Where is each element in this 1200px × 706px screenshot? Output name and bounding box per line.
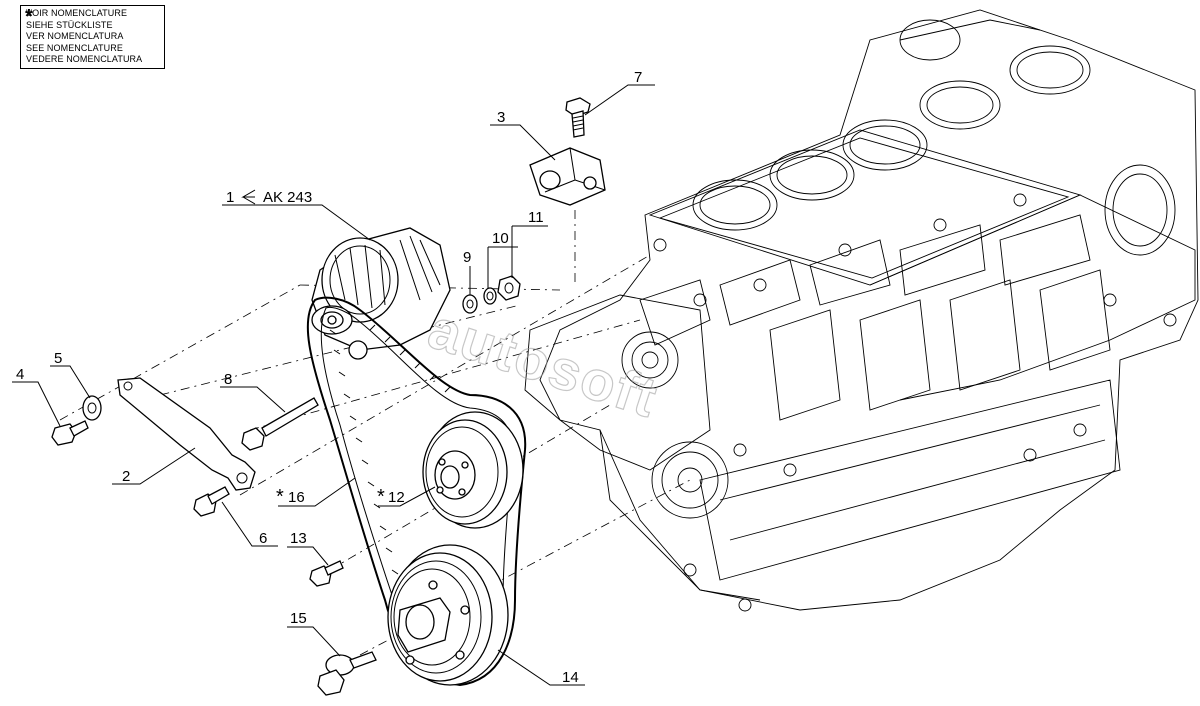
callout-16: 16 (288, 489, 305, 506)
engine-block (524, 9, 1199, 612)
callout-12-asterisk: * (377, 486, 385, 508)
callout-leaders (12, 84, 655, 686)
callout-3: 3 (497, 109, 505, 126)
reference-arrow-icon (241, 189, 256, 205)
callout-10: 10 (492, 230, 509, 247)
alternator (311, 227, 451, 360)
pump-pulley (422, 411, 524, 529)
callout-13: 13 (290, 530, 307, 547)
bolt-13 (309, 560, 344, 587)
bolt-4 (51, 420, 89, 446)
callout-16-asterisk: * (276, 486, 284, 508)
bolt-15 (317, 651, 377, 696)
callout-15: 15 (290, 610, 307, 627)
callout-1: 1 (226, 189, 234, 206)
tension-block (529, 147, 606, 206)
nomenclature-legend: * VOIR NOMENCLATURE SIEHE STÜCKLISTE VER… (20, 5, 165, 69)
asterisk-symbol: * (25, 6, 33, 28)
nut-11 (497, 275, 521, 301)
callout-6: 6 (259, 530, 267, 547)
washer-5 (82, 395, 102, 421)
callout-4: 4 (16, 366, 24, 383)
lock-washer-10 (483, 287, 497, 305)
callout-1-reference: AK 243 (263, 189, 312, 206)
legend-line-es: VER NOMENCLATURA (26, 31, 124, 42)
callout-7: 7 (634, 69, 642, 86)
watermark-text: autosoft (421, 296, 666, 429)
legend-line-en: SEE NOMENCLATURE (26, 42, 123, 53)
crank-pulley (387, 544, 509, 686)
callout-12: 12 (388, 489, 405, 506)
bolt-7 (565, 97, 591, 138)
callout-9: 9 (463, 249, 471, 266)
legend-line-de: SIEHE STÜCKLISTE (26, 19, 113, 30)
callout-5: 5 (54, 350, 62, 367)
bolt-8 (241, 397, 319, 451)
callout-11: 11 (528, 209, 544, 226)
callout-8: 8 (224, 371, 232, 388)
legend-line-fr: VOIR NOMENCLATURE (26, 8, 128, 18)
callout-labels: 1 AK 243 2 3 4 5 6 7 8 9 10 11 * 12 13 1… (16, 69, 642, 686)
callout-2: 2 (122, 468, 130, 485)
bolt-6 (193, 486, 230, 517)
alternator-bracket (117, 377, 256, 491)
callout-14: 14 (562, 669, 579, 686)
legend-line-it: VEDERE NOMENCLATURA (26, 54, 143, 65)
